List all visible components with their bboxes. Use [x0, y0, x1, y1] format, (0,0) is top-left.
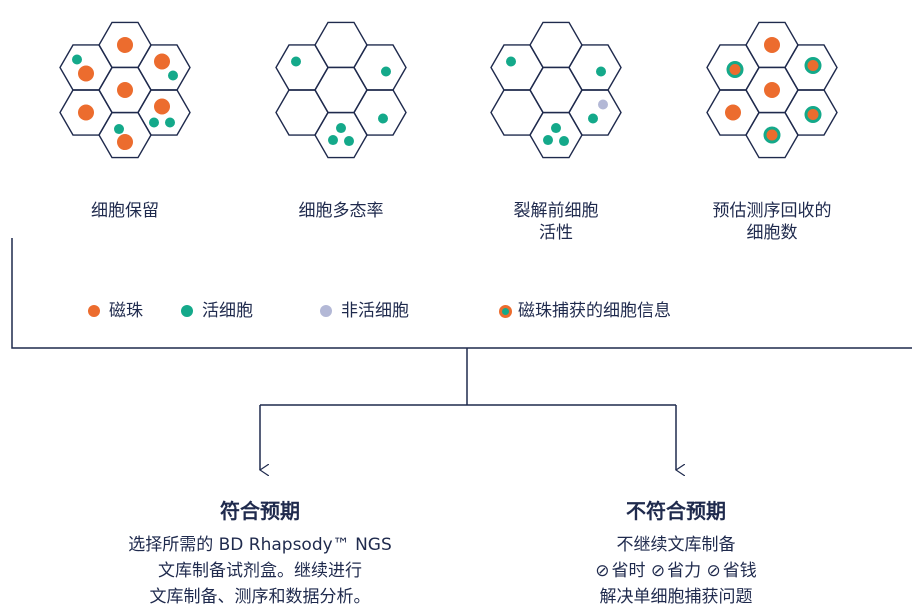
live-cell-dot	[596, 66, 606, 77]
live-cell-dot	[72, 54, 82, 65]
bead-dot	[154, 98, 170, 115]
bead-dot	[764, 82, 780, 98]
bead-dot	[78, 104, 94, 121]
live-cell-dot	[168, 70, 178, 81]
live-cell-dot	[336, 123, 346, 134]
well-hexagon	[98, 111, 152, 159]
bead-dot	[154, 53, 170, 70]
live-cell-dot	[328, 135, 338, 146]
captured-cell-dot	[804, 56, 822, 74]
well-hexagon	[568, 44, 622, 91]
well-hexagon	[529, 66, 583, 114]
bead-dot	[117, 134, 133, 151]
well-hexagon	[275, 89, 329, 136]
well-hexagon	[529, 21, 583, 69]
check-circle-icon: ⊘	[595, 561, 610, 581]
bead-dot	[725, 104, 741, 121]
well-hexagon	[314, 21, 368, 69]
well-hexagon	[275, 44, 329, 91]
live-cell-dot	[551, 123, 561, 134]
outcome-text-line: 不继续文库制备	[616, 535, 736, 555]
legend-live-cell: 活细胞	[181, 300, 253, 322]
panel-label-multiplet-rate: 细胞多态率	[298, 201, 384, 221]
live-cell-dot	[344, 136, 354, 147]
captured-cell-dot	[726, 60, 744, 78]
live-cell-dot	[378, 113, 388, 124]
bracket-line	[11, 238, 912, 349]
bead-dot	[117, 36, 133, 53]
outcome-benefits-line: ⊘省时 ⊘省力 ⊘省钱	[516, 558, 836, 584]
captured-cell-dot	[804, 106, 822, 124]
bead-dot-icon	[88, 305, 100, 317]
bead-dot	[78, 65, 94, 82]
legend-label-captured-cell: 磁珠捕获的细胞信息	[518, 301, 671, 321]
well-hexagon	[529, 111, 583, 159]
legend-label-dead-cell: 非活细胞	[341, 301, 409, 321]
panel-label-viability: 裂解前细胞 活性	[513, 201, 599, 243]
flow-connectors	[11, 238, 912, 470]
outcome-title-meets: 符合预期	[220, 499, 300, 523]
hex-cluster	[59, 21, 191, 159]
live-cell-dot	[381, 66, 391, 77]
well-hexagon	[314, 111, 368, 159]
hex-cluster	[706, 21, 838, 159]
dead-cell-dot-icon	[320, 305, 332, 317]
benefit-label: 省时	[611, 561, 646, 581]
outcome-fails-expectations: 不符合预期 不继续文库制备 ⊘省时 ⊘省力 ⊘省钱 解决单细胞捕获问题	[516, 498, 836, 610]
live-cell-dot	[149, 117, 159, 128]
live-cell-dot	[114, 124, 124, 135]
hex-cluster	[275, 21, 407, 159]
panel-label-recovered-cells: 预估测序回收的 细胞数	[712, 201, 832, 243]
live-cell-dot	[559, 136, 569, 147]
well-hexagon	[353, 44, 407, 91]
live-cell-dot	[165, 117, 175, 128]
live-cell-dot	[543, 135, 553, 146]
dead-cell-dot	[598, 99, 608, 110]
legend-label-live-cell: 活细胞	[202, 301, 253, 321]
check-circle-icon: ⊘	[706, 561, 721, 581]
live-cell-dot	[506, 56, 516, 67]
outcome-title-fails: 不符合预期	[626, 499, 726, 523]
panel-label-cell-retention: 细胞保留	[91, 201, 159, 221]
captured-cell-dot-icon	[499, 304, 512, 318]
benefit-label: 省钱	[722, 561, 757, 581]
live-cell-dot	[291, 56, 301, 67]
outcome-text-line: 解决单细胞捕获问题	[599, 587, 753, 607]
hex-cluster	[490, 21, 622, 159]
well-hexagon	[568, 89, 622, 136]
well-hexagon	[353, 89, 407, 136]
live-cell-dot	[588, 113, 598, 124]
check-circle-icon: ⊘	[650, 561, 666, 581]
legend-dead-cell: 非活细胞	[320, 300, 409, 322]
well-hexagon	[314, 66, 368, 114]
well-hexagon	[490, 89, 544, 136]
outcome-meets-expectations: 符合预期 选择所需的 BD Rhapsody™ NGS 文库制备试剂盒。继续进行…	[100, 498, 420, 610]
outcome-text-line: 文库制备、测序和数据分析。	[149, 587, 371, 607]
legend-label-bead: 磁珠	[109, 301, 143, 321]
bead-dot	[764, 36, 780, 53]
captured-cell-dot	[763, 126, 781, 144]
live-cell-dot-icon	[181, 305, 193, 317]
benefit-label: 省力	[667, 561, 702, 581]
outcome-text-line: 选择所需的 BD Rhapsody™ NGS	[128, 535, 392, 555]
well-hexagon	[745, 111, 799, 159]
legend-captured-cell: 磁珠捕获的细胞信息	[499, 300, 671, 322]
outcome-text-line: 文库制备试剂盒。继续进行	[158, 561, 362, 581]
bead-dot	[117, 82, 133, 98]
legend-bead: 磁珠	[88, 300, 143, 322]
well-hexagon	[490, 44, 544, 91]
